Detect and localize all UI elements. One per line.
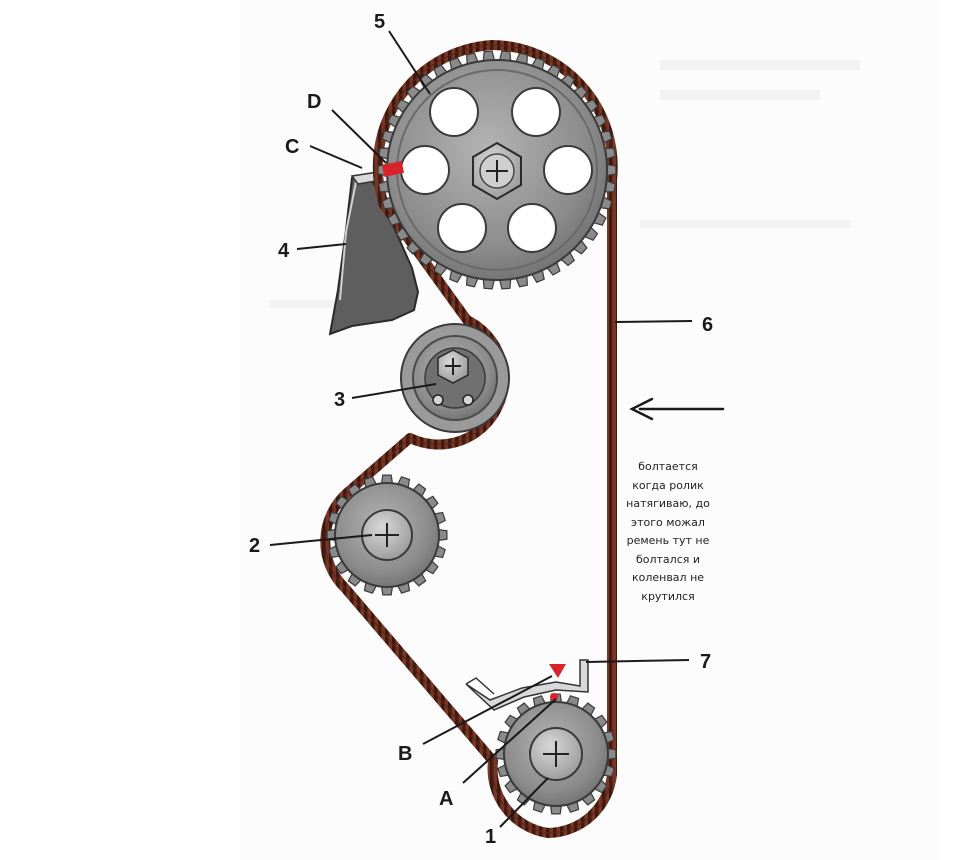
camshaft-sprocket-holes bbox=[400, 87, 593, 253]
note-line: натягиваю, до bbox=[626, 497, 710, 510]
crank-pointer-bracket bbox=[465, 659, 589, 711]
callout-d: D bbox=[307, 91, 321, 113]
belt-slack-arrow bbox=[629, 397, 725, 421]
leader-a bbox=[462, 698, 557, 784]
note-line: крутился bbox=[641, 589, 695, 603]
callout-2: 2 bbox=[249, 535, 260, 557]
callout-1: 1 bbox=[485, 826, 496, 848]
leader-d bbox=[331, 109, 387, 164]
note-line: ремень тут не bbox=[626, 534, 710, 547]
callout-5: 5 bbox=[374, 11, 385, 33]
callout-c: C bbox=[285, 136, 299, 158]
leader-4 bbox=[296, 243, 347, 250]
tensioner-adjust-hole-right bbox=[462, 394, 474, 406]
leader-1 bbox=[499, 777, 549, 828]
callout-a: A bbox=[439, 788, 453, 810]
callout-7: 7 bbox=[700, 651, 711, 673]
note-line: болтался и bbox=[635, 552, 701, 566]
auxiliary-sprocket bbox=[326, 474, 448, 596]
callout-4: 4 bbox=[278, 240, 290, 262]
leader-lines bbox=[269, 30, 693, 828]
crankshaft-sprocket bbox=[495, 693, 617, 815]
annotation-note: болтается когда ролик натягиваю, до этог… bbox=[612, 458, 724, 606]
note-line: болтается bbox=[638, 460, 698, 473]
leader-b bbox=[422, 675, 553, 745]
note-line: коленвал не bbox=[631, 571, 705, 584]
tensioner-adjust-hole-left bbox=[432, 394, 444, 406]
leader-c bbox=[309, 145, 363, 169]
callout-3: 3 bbox=[334, 389, 345, 411]
leader-2 bbox=[269, 534, 373, 546]
tensioner-roller bbox=[400, 323, 510, 433]
timing-mark-b bbox=[549, 664, 566, 678]
callout-6: 6 bbox=[702, 314, 713, 336]
leader-3 bbox=[351, 383, 437, 399]
leader-6 bbox=[614, 320, 693, 323]
note-line: когда ролик bbox=[632, 478, 704, 492]
engine-bracket-highlight bbox=[339, 181, 357, 301]
callout-b: B bbox=[398, 743, 412, 765]
note-line: этого можал bbox=[631, 515, 705, 529]
camshaft-sprocket bbox=[377, 50, 617, 290]
leader-7 bbox=[585, 659, 690, 663]
leader-5 bbox=[388, 30, 431, 95]
timing-mark-d bbox=[381, 161, 405, 177]
